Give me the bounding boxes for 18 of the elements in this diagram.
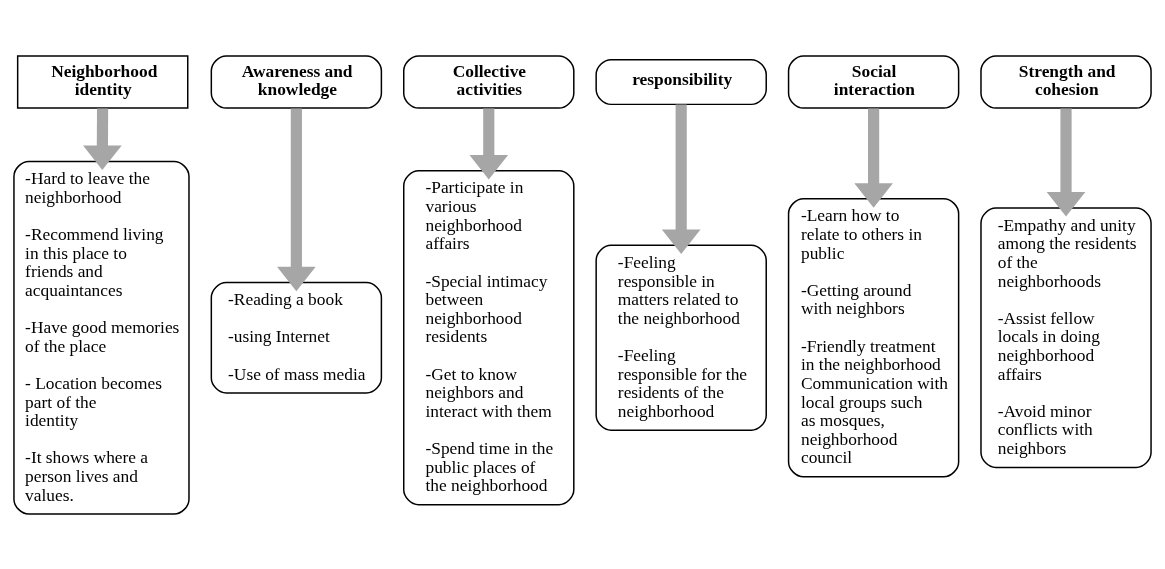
node-box: -Feeling responsible in matters related to the neighborhood -Feeling responsible for the residents of the neighborhood [595,244,767,431]
node-box: Strength and cohesion [980,54,1152,109]
node-box: Social interaction [787,54,960,109]
arrow [1046,108,1086,217]
node-box: -Empathy and unity among the residents of the neighborhoods -Assist fellow locals in doing neighborhood affairs -Avoid minor conflicts with neighbors [980,206,1152,468]
arrow [469,108,509,180]
arrow [854,108,893,208]
node-box: -Learn how to relate to others in public -Getting around with neighbors -Friendly treatment in the neighborhood Communication with local groups such as mosques, neighborhood council [787,197,960,478]
node-box: Collective activities [403,54,575,109]
node-box: -Participate in various neighborhood affairs -Special intimacy between neighborhood residents -Get to know neighbors and interact with them -Spend time in the public places of the neighborhood [403,169,575,505]
node-box: responsibility [595,58,767,105]
node-box: Neighborhood identity [16,54,189,109]
node-box: -Hard to leave the neighborhood -Recommend living in this place to friends and acquaintances -Have good memories of the place - Location becomes part of the identity -It shows where a person lives and values. [13,160,190,515]
arrow [277,108,316,291]
arrow [83,107,122,170]
node-box: -Reading a book -using Internet -Use of mass media [210,281,383,394]
arrow [661,103,701,254]
node-box: Awareness and knowledge [210,54,383,109]
